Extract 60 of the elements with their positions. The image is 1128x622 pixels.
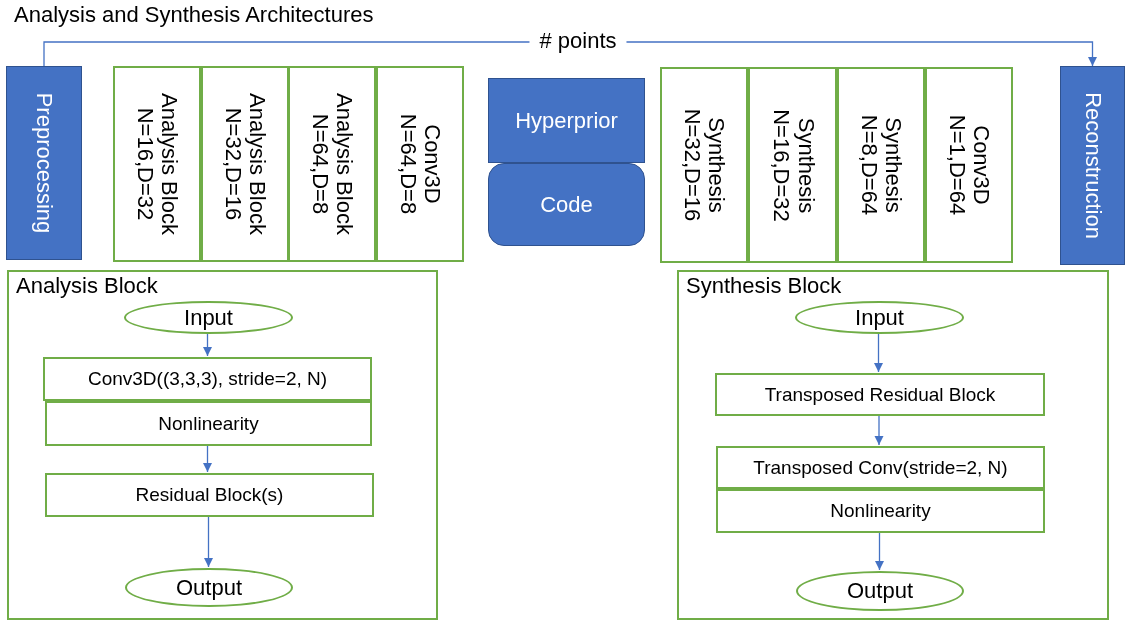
box-label: Synthesis	[704, 117, 729, 213]
arrow	[203, 515, 214, 568]
box-label: N=32,D=16	[220, 107, 245, 221]
box-label: Conv3D((3,3,3), stride=2, N)	[87, 368, 328, 390]
layer-box	[113, 66, 201, 262]
box-label: Conv3D	[969, 125, 994, 205]
arrow	[873, 332, 884, 373]
box-label: Preprocessing	[31, 92, 57, 234]
box-label: Reconstruction	[1080, 92, 1105, 239]
layer-box	[660, 67, 748, 263]
box-label: N=8,D=64	[856, 114, 881, 216]
layer-box	[288, 66, 376, 262]
box-label: Output	[846, 578, 913, 604]
box-label: Synthesis	[792, 117, 817, 213]
box-label: N=64,D=8	[307, 113, 332, 215]
box-label: N=32,D=16	[679, 108, 704, 222]
diagram-title: Analysis and Synthesis Architectures	[14, 2, 374, 28]
box-label: N=16,D=32	[768, 108, 793, 222]
group-panel	[7, 270, 438, 620]
process-box	[488, 78, 645, 163]
arrow	[202, 444, 213, 473]
group-panel	[677, 270, 1109, 620]
process-box	[6, 66, 82, 260]
process-box	[45, 401, 372, 446]
arrow	[874, 414, 884, 446]
arrow	[43, 41, 1098, 67]
layer-box	[201, 66, 289, 262]
process-box	[43, 357, 372, 401]
rounded-box	[488, 163, 645, 246]
box-label: Hyperprior	[515, 107, 618, 134]
box-label: N=1,D=64	[944, 114, 969, 216]
process-box	[716, 446, 1045, 489]
arrow	[202, 332, 213, 357]
box-label: Analysis Block	[332, 93, 357, 235]
box-label: N=64,D=8	[395, 113, 420, 215]
panel-heading: Synthesis Block	[686, 273, 842, 299]
process-box	[716, 489, 1045, 533]
box-label: Transposed Conv(stride=2, N)	[753, 456, 1008, 479]
box-label: Input	[855, 304, 904, 331]
box-label: Nonlinearity	[830, 500, 931, 522]
box-label: Code	[540, 191, 593, 218]
layer-box	[837, 67, 925, 263]
box-label: Transposed Residual Block	[764, 383, 996, 406]
box-label: Analysis Block	[157, 93, 182, 235]
layer-box	[748, 67, 837, 263]
layer-box	[925, 67, 1013, 263]
box-label: Conv3D	[420, 124, 445, 204]
box-label: Nonlinearity	[158, 412, 259, 435]
panel-heading: Analysis Block	[16, 273, 158, 299]
process-box	[1060, 66, 1125, 265]
box-label: Output	[175, 574, 242, 601]
box-label: Synthesis	[881, 117, 906, 213]
box-label: Residual Block(s)	[135, 484, 284, 506]
layer-box	[376, 66, 464, 262]
box-label: Analysis Block	[245, 93, 270, 235]
process-box	[715, 373, 1045, 416]
box-label: Input	[184, 304, 233, 331]
arrow	[874, 531, 885, 571]
box-label: N=16,D=32	[132, 107, 157, 221]
process-box	[45, 473, 374, 517]
